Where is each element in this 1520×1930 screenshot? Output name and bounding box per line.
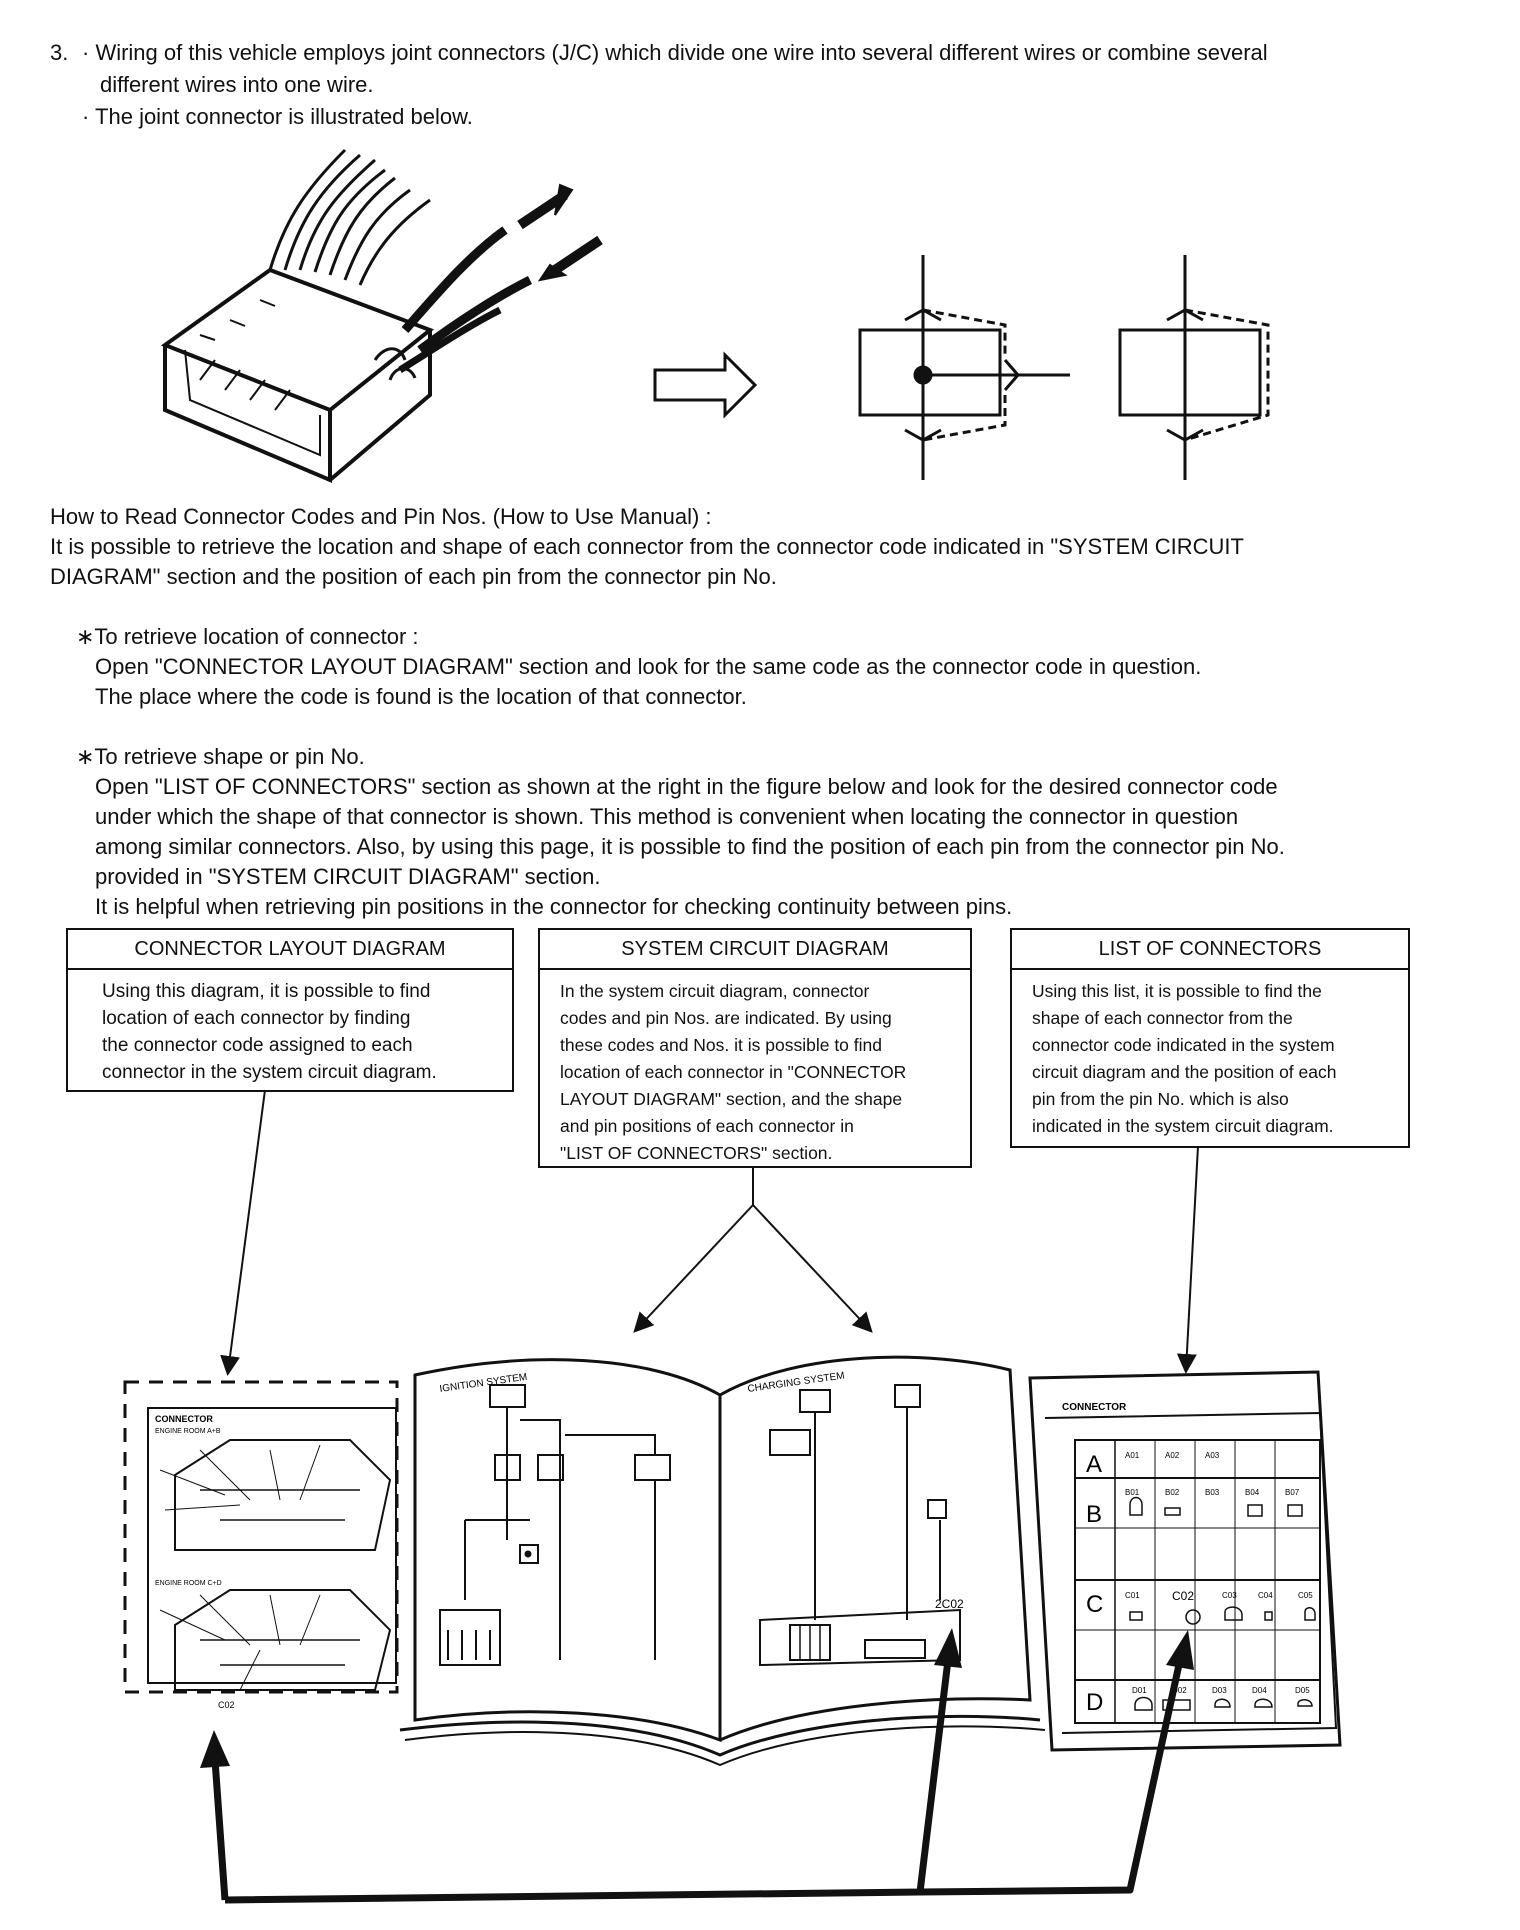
book-left-page-label: IGNITION SYSTEM	[439, 1372, 528, 1395]
open-book-illustration	[399, 1355, 1046, 1767]
connector-code-c01: C01	[1125, 1591, 1140, 1600]
connector-code-b01: B01	[1125, 1488, 1140, 1497]
system-circuit-line: "LIST OF CONNECTORS" section.	[560, 1143, 833, 1163]
connector-code-c02: C02	[1172, 1589, 1194, 1603]
connector-list-sheet	[1028, 1370, 1342, 1752]
connector-layout-box-title: CONNECTOR LAYOUT DIAGRAM	[68, 930, 512, 970]
location-line-2: The place where the code is found is the…	[95, 684, 747, 709]
joint-connector-illustration	[160, 148, 603, 484]
system-circuit-line: these codes and Nos. it is possible to f…	[560, 1035, 882, 1055]
linking-arrows	[211, 1659, 1184, 1904]
shape-line-3: among similar connectors. Also, by using…	[95, 834, 1285, 859]
layout-sheet-title: CONNECTOR	[155, 1414, 213, 1424]
connector-code-d03: D03	[1212, 1686, 1227, 1695]
connector-list-row-c: C	[1086, 1591, 1103, 1618]
connector-list-row-b: B	[1086, 1501, 1102, 1528]
intro-bullet-1: · Wiring of this vehicle employs joint c…	[82, 40, 1268, 65]
connector-code-d04: D04	[1252, 1686, 1267, 1695]
system-circuit-line: and pin positions of each connector in	[560, 1116, 854, 1136]
pointer-lines	[220, 1089, 1199, 1376]
system-circuit-box: SYSTEM CIRCUIT DIAGRAM In the system cir…	[538, 928, 972, 1168]
connector-code-a02: A02	[1165, 1451, 1180, 1460]
connector-list-row-d: D	[1086, 1689, 1103, 1716]
connector-code-a03: A03	[1205, 1451, 1220, 1460]
location-line-1: Open "CONNECTOR LAYOUT DIAGRAM" section …	[95, 654, 1202, 679]
location-heading: ∗To retrieve location of connector :	[76, 624, 419, 649]
shape-line-5: It is helpful when retrieving pin positi…	[95, 894, 1013, 919]
connector-layout-box: CONNECTOR LAYOUT DIAGRAM Using this diag…	[66, 928, 514, 1092]
list-of-connectors-line: shape of each connector from the	[1032, 1008, 1293, 1028]
connector-code-b04: B04	[1245, 1488, 1260, 1497]
system-circuit-line: location of each connector in "CONNECTOR	[560, 1062, 907, 1082]
hollow-right-arrow-icon	[653, 351, 758, 419]
howto-title: How to Read Connector Codes and Pin Nos.…	[50, 504, 712, 529]
shape-line-2: under which the shape of that connector …	[95, 804, 1239, 829]
connector-code-b07: B07	[1285, 1488, 1300, 1497]
list-of-connectors-box: LIST OF CONNECTORS Using this list, it i…	[1010, 928, 1410, 1148]
connector-layout-line: connector in the system circuit diagram.	[102, 1062, 437, 1083]
howto-line-2: DIAGRAM" section and the position of eac…	[50, 564, 777, 589]
system-circuit-line: In the system circuit diagram, connector	[560, 981, 870, 1001]
connector-layout-line: the connector code assigned to each	[102, 1035, 413, 1056]
list-of-connectors-box-title: LIST OF CONNECTORS	[1012, 930, 1408, 970]
connector-list-title: CONNECTOR	[1062, 1402, 1127, 1413]
connector-code-c04: C04	[1258, 1591, 1273, 1600]
intro-bullet-2: · The joint connector is illustrated bel…	[82, 104, 473, 129]
connector-code-d05: D05	[1295, 1686, 1310, 1695]
connector-code-d01: D01	[1132, 1686, 1147, 1695]
connector-code-c05: C05	[1298, 1591, 1313, 1600]
junction-symbol-with-dot	[858, 255, 1070, 480]
system-circuit-line: LAYOUT DIAGRAM" section, and the shape	[560, 1089, 903, 1109]
intro-bullet-1-cont: different wires into one wire.	[100, 72, 374, 97]
system-circuit-box-title: SYSTEM CIRCUIT DIAGRAM	[540, 930, 970, 970]
list-of-connectors-line: pin from the pin No. which is also	[1032, 1089, 1289, 1109]
list-of-connectors-line: indicated in the system circuit diagram.	[1032, 1116, 1334, 1136]
connector-code-c03: C03	[1222, 1591, 1237, 1600]
intro-number: 3.	[50, 40, 69, 65]
connector-layout-sheet	[123, 1380, 399, 1694]
linking-arrow-heads	[200, 1628, 1194, 1768]
shape-line-4: provided in "SYSTEM CIRCUIT DIAGRAM" sec…	[95, 864, 601, 889]
connector-code-b02: B02	[1165, 1488, 1180, 1497]
layout-sheet-code: C02	[218, 1700, 235, 1710]
layout-sheet-sub-2: ENGINE ROOM C+D	[155, 1580, 222, 1587]
connector-code-d02: D02	[1172, 1686, 1187, 1695]
connector-layout-line: Using this diagram, it is possible to fi…	[102, 981, 431, 1002]
connector-layout-line: location of each connector by finding	[102, 1008, 411, 1029]
shape-heading: ∗To retrieve shape or pin No.	[76, 744, 365, 769]
list-of-connectors-line: Using this list, it is possible to find …	[1032, 981, 1322, 1001]
howto-line-1: It is possible to retrieve the location …	[50, 534, 1244, 559]
connector-code-a01: A01	[1125, 1451, 1140, 1460]
layout-sheet-sub-1: ENGINE ROOM A+B	[155, 1428, 221, 1435]
junction-symbol-plain	[1118, 255, 1270, 480]
connector-code-b03: B03	[1205, 1488, 1220, 1497]
book-code-label: 2C02	[935, 1597, 964, 1611]
connector-list-row-a: A	[1086, 1451, 1102, 1478]
shape-line-1: Open "LIST OF CONNECTORS" section as sho…	[95, 774, 1278, 799]
list-of-connectors-line: connector code indicated in the system	[1032, 1035, 1335, 1055]
system-circuit-line: codes and pin Nos. are indicated. By usi…	[560, 1008, 892, 1028]
list-of-connectors-line: circuit diagram and the position of each	[1032, 1062, 1337, 1082]
